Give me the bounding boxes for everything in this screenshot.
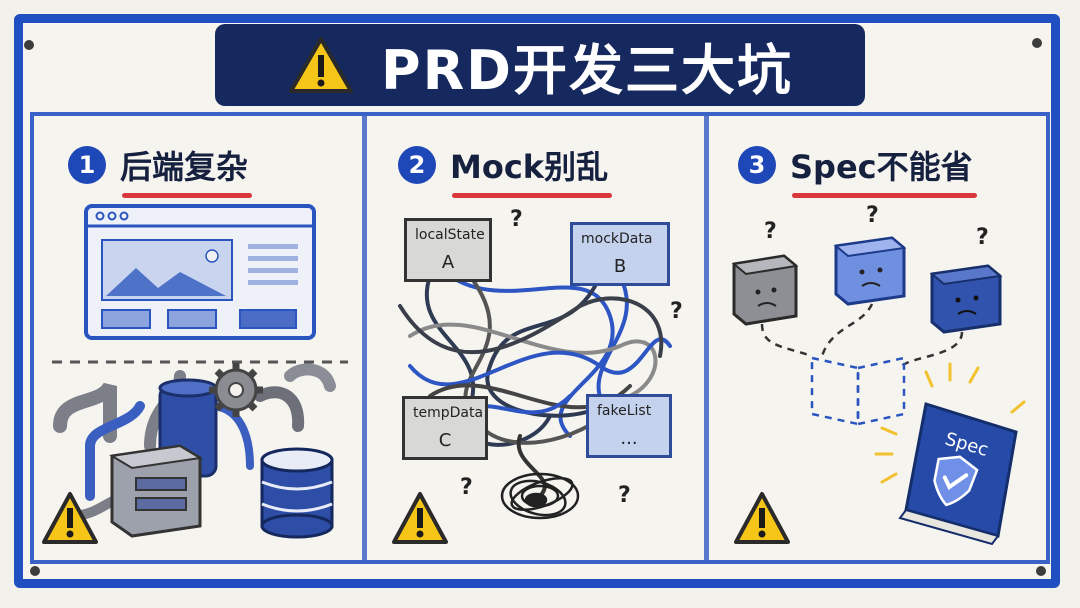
panel-divider bbox=[362, 116, 367, 562]
question-mark: ? bbox=[866, 203, 879, 228]
node-fakelist: fakeList ... bbox=[586, 394, 672, 458]
node-label: fakeList bbox=[597, 403, 652, 419]
warning-icon bbox=[289, 37, 353, 93]
question-mark: ? bbox=[764, 219, 777, 244]
node-value: A bbox=[441, 252, 455, 273]
question-mark: ? bbox=[618, 483, 631, 508]
spec-illustration: ? ? ? Spec bbox=[731, 203, 1026, 546]
title-underline bbox=[122, 193, 253, 198]
panel-title: 后端复杂 bbox=[120, 142, 253, 198]
title-underline bbox=[792, 193, 977, 198]
warning-icon bbox=[42, 492, 98, 544]
pin-icon bbox=[30, 566, 40, 576]
node-value: C bbox=[438, 430, 452, 451]
pin-icon bbox=[1036, 566, 1046, 576]
panel-number: 2 bbox=[398, 146, 436, 184]
panel-2-header: 2 Mock别乱 bbox=[398, 142, 613, 198]
panel-title-text: Spec不能省 bbox=[790, 148, 973, 186]
warning-icon bbox=[734, 492, 790, 544]
browser-window-icon bbox=[84, 204, 316, 340]
panel-divider bbox=[704, 116, 709, 562]
tangled-wires-illustration: localState A mockData B tempData C fakeL… bbox=[392, 207, 683, 544]
node-mockdata: mockData B bbox=[570, 222, 670, 286]
panel-title: Spec不能省 bbox=[790, 142, 977, 198]
title-banner: PRD开发三大坑 bbox=[215, 24, 865, 106]
title-underline bbox=[452, 193, 613, 198]
open-book-icon bbox=[810, 356, 906, 426]
node-value: B bbox=[613, 256, 627, 277]
question-mark: ? bbox=[460, 475, 473, 500]
panel-1-header: 1 后端复杂 bbox=[68, 142, 253, 198]
shield-check-icon bbox=[933, 455, 979, 507]
node-localstate: localState A bbox=[404, 218, 492, 282]
node-value: ... bbox=[620, 428, 638, 449]
node-tempdata: tempData C bbox=[402, 396, 488, 460]
pin-icon bbox=[24, 40, 34, 50]
tangle-ball-icon bbox=[500, 472, 580, 520]
gear-icon bbox=[209, 363, 263, 417]
pin-icon bbox=[1032, 38, 1042, 48]
spec-book-icon: Spec bbox=[898, 402, 1018, 546]
warning-icon bbox=[392, 492, 448, 544]
question-mark: ? bbox=[670, 299, 683, 324]
server-icon bbox=[109, 444, 203, 538]
panel-title: Mock别乱 bbox=[450, 142, 613, 198]
panel-3-header: 3 Spec不能省 bbox=[738, 142, 977, 198]
node-label: tempData bbox=[413, 405, 484, 421]
node-label: mockData bbox=[581, 231, 653, 247]
confused-cube-icon bbox=[833, 236, 907, 306]
confused-cube-icon bbox=[929, 264, 1003, 334]
panel-title-text: 后端复杂 bbox=[120, 148, 249, 186]
panel-number: 3 bbox=[738, 146, 776, 184]
backend-complex-illustration bbox=[42, 204, 348, 544]
node-label: localState bbox=[415, 227, 485, 243]
database-icon bbox=[260, 447, 334, 539]
page-title: PRD开发三大坑 bbox=[381, 38, 793, 102]
panel-title-text: Mock别乱 bbox=[450, 148, 609, 186]
confused-cube-icon bbox=[731, 254, 799, 326]
question-mark: ? bbox=[976, 225, 989, 250]
question-mark: ? bbox=[510, 207, 523, 232]
panel-number: 1 bbox=[68, 146, 106, 184]
panels-frame bbox=[30, 112, 1050, 564]
